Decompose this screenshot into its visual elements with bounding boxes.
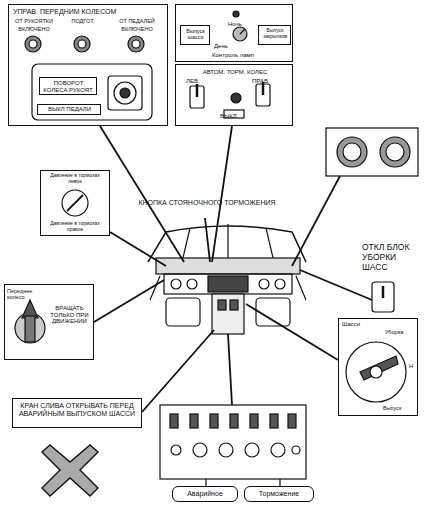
panel-text: Выпуск xyxy=(383,405,417,411)
switch-plate: ВЫКЛ ПЕДАЛИ xyxy=(37,104,101,115)
callout-label: ОТКЛ БЛОК УБОРКИ ШАСС xyxy=(362,243,420,272)
panel-text: Ночь xyxy=(228,21,258,28)
panel-text: Выпуск шасси xyxy=(182,28,209,40)
panel-text: Давление в тормозах левое xyxy=(43,173,107,184)
control-panel: АВТОМ. ТОРМ. КОЛЕС ЛЕВ. ПРАВ. ВЫКЛ xyxy=(175,64,293,126)
callout-label: КНОПКА СТОЯНОЧНОГО ТОРМОЖЕНИЯ xyxy=(132,199,282,207)
panel-text: Уборка xyxy=(385,329,417,335)
name-plate: Аварийное xyxy=(172,486,238,502)
panel-text: ВКЛЮЧЕНО xyxy=(109,26,165,32)
panel-text: ПОДГОТ. xyxy=(63,18,103,24)
panel-text: КРАН СЛИВА ОТКРЫВАТЬ ПЕРЕД АВАРИЙНЫМ ВЫП… xyxy=(15,402,139,418)
panel-text: ОТ РУКОЯТКИ xyxy=(11,18,57,24)
indicator-box: Выпуск шасси xyxy=(180,25,210,45)
panel-text: Аварийное xyxy=(174,490,236,498)
panel-text: ВЫКЛ xyxy=(220,113,250,120)
panel-text: АВТОМ. ТОРМ. КОЛЕС xyxy=(198,69,272,76)
control-panel: УПРАВ. ПЕРЕДНИМ КОЛЕСОМ ОТ РУКОЯТКИ ПОДГОТ… xyxy=(8,4,168,126)
panel-text: Переднее колесо xyxy=(7,288,41,300)
panel-text: ВКЛЮЧЕНО xyxy=(11,26,57,32)
panel-text: ЛЕВ. xyxy=(186,78,210,85)
name-plate: Торможение xyxy=(244,486,314,502)
panel-text: ПОВОРОТ КОЛЕСА РУКОЯТ. xyxy=(41,80,96,93)
panel-text: ОТ ПЕДАЛЕЙ xyxy=(109,18,165,24)
panel-text: ПРАВ. xyxy=(252,78,278,85)
warning-plate: КРАН СЛИВА ОТКРЫВАТЬ ПЕРЕД АВАРИЙНЫМ ВЫП… xyxy=(12,398,142,428)
panel-text: Контроль ламп xyxy=(212,52,272,59)
panel-text: Торможение xyxy=(246,490,312,498)
panel-text: УПРАВ. ПЕРЕДНИМ КОЛЕСОМ xyxy=(13,8,165,16)
gear-handle-panel: ШассиУборкаН Выпуск xyxy=(338,318,418,416)
panel-text: Выпуск закрылков xyxy=(260,28,290,39)
knob-panel: Переднее колесоВРАЩАТЬ ТОЛЬКО ПРИ ДВИЖЕН… xyxy=(4,284,94,360)
panel-text: День xyxy=(214,43,244,50)
panel-text: Н xyxy=(409,363,417,370)
switch-plate: ПОВОРОТ КОЛЕСА РУКОЯТ. xyxy=(39,77,97,95)
panel-text: ВРАЩАТЬ ТОЛЬКО ПРИ ДВИЖЕНИИ xyxy=(47,305,92,325)
panel-text: Шасси xyxy=(342,321,372,328)
indicator-box: Выпуск закрылков xyxy=(258,25,291,45)
gauge-panel: Давление в тормозах левоеДавление в торм… xyxy=(40,170,110,236)
panel-text: ВЫКЛ ПЕДАЛИ xyxy=(39,106,100,113)
panel-text: Давление в тормозах правое xyxy=(43,221,107,232)
control-panel: НочьДеньКонтроль ламп Выпуск шасси Выпуск … xyxy=(175,4,293,62)
